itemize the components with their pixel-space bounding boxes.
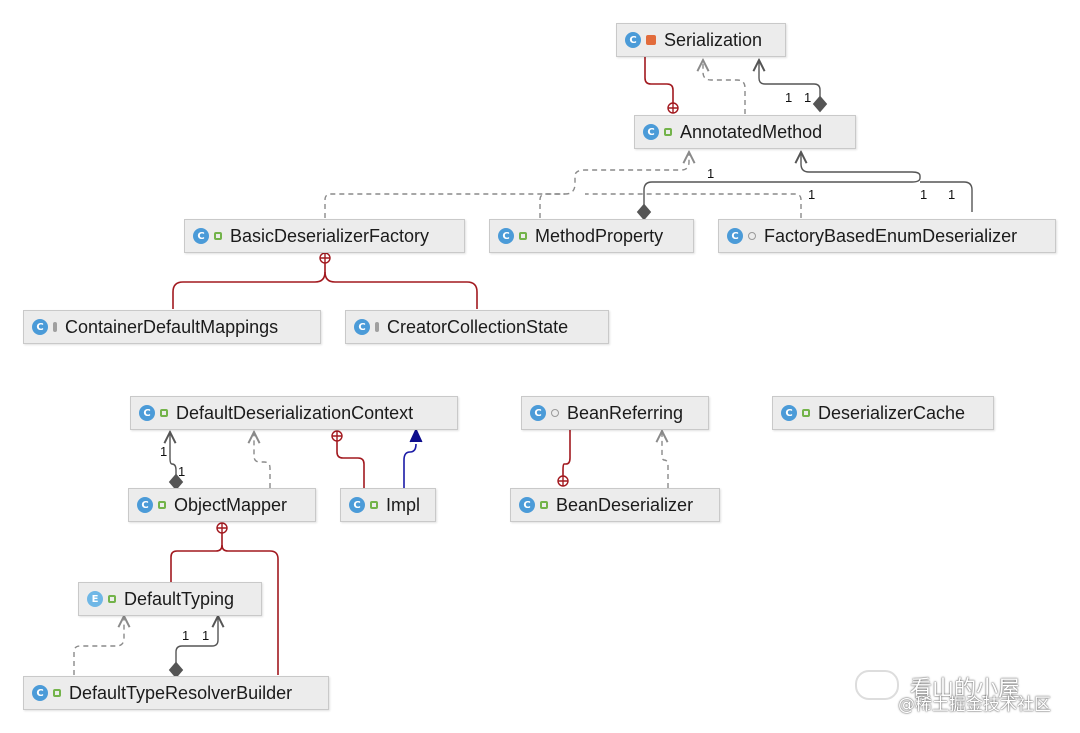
class-icon: C (32, 319, 48, 335)
class-icon: C (193, 228, 209, 244)
public-lock-icon (370, 501, 378, 509)
public-lock-icon (664, 128, 672, 136)
multiplicity-label: 1 (920, 187, 928, 202)
multiplicity-label: 1 (202, 628, 210, 643)
class-name: MethodProperty (535, 225, 664, 246)
protected-key-icon (53, 322, 57, 332)
multiplicity-label: 1 (804, 90, 812, 105)
class-name: Serialization (664, 29, 763, 50)
class-node-annotated-method[interactable]: C AnnotatedMethod (634, 115, 856, 149)
class-node-basic-deserializer-factory[interactable]: C BasicDeserializerFactory (184, 219, 465, 253)
class-name: ContainerDefaultMappings (65, 316, 279, 337)
class-icon: C (530, 405, 546, 421)
class-icon: C (781, 405, 797, 421)
class-node-method-property[interactable]: C MethodProperty (489, 219, 694, 253)
multiplicity-label: 1 (160, 444, 168, 459)
class-icon: C (643, 124, 659, 140)
multiplicity-label: 1 (182, 628, 190, 643)
watermark-site: @稀土掘金技术社区 (898, 695, 1051, 715)
class-icon: C (349, 497, 365, 513)
public-lock-icon (214, 232, 222, 240)
class-icon: C (354, 319, 370, 335)
class-node-default-type-resolver-builder[interactable]: C DefaultTypeResolverBuilder (23, 676, 329, 710)
public-lock-icon (108, 595, 116, 603)
class-node-serialization[interactable]: C Serialization (616, 23, 786, 57)
class-icon: C (498, 228, 514, 244)
class-icon: C (32, 685, 48, 701)
public-lock-icon (160, 409, 168, 417)
class-name: AnnotatedMethod (680, 121, 823, 142)
inheritance-edge (403, 427, 423, 488)
class-name: Impl (386, 494, 421, 515)
public-lock-icon (53, 689, 61, 697)
package-private-icon (748, 232, 756, 240)
class-name: BeanReferring (567, 402, 684, 423)
enum-node-default-typing[interactable]: E DefaultTyping (78, 582, 262, 616)
class-icon: C (137, 497, 153, 513)
inner-class-markers (216, 102, 679, 534)
enum-icon: E (87, 591, 103, 607)
public-lock-icon (158, 501, 166, 509)
class-node-bean-referring[interactable]: C BeanReferring (521, 396, 709, 430)
public-lock-icon (540, 501, 548, 509)
class-icon: C (727, 228, 743, 244)
class-node-factory-based-enum-deserializer[interactable]: C FactoryBasedEnumDeserializer (718, 219, 1056, 253)
wechat-logo-icon (855, 670, 899, 700)
class-name: CreatorCollectionState (387, 316, 569, 337)
class-node-bean-deserializer[interactable]: C BeanDeserializer (510, 488, 720, 522)
public-lock-icon (802, 409, 810, 417)
protected-key-icon (375, 322, 379, 332)
multiplicity-label: 1 (707, 166, 715, 181)
public-lock-icon (519, 232, 527, 240)
class-name: FactoryBasedEnumDeserializer (764, 225, 1018, 246)
multiplicity-label: 1 (808, 187, 816, 202)
class-icon: C (625, 32, 641, 48)
class-node-object-mapper[interactable]: C ObjectMapper (128, 488, 316, 522)
class-name: DefaultDeserializationContext (176, 402, 414, 423)
multiplicity-label: 1 (948, 187, 956, 202)
class-name: DefaultTyping (124, 588, 235, 609)
class-node-impl[interactable]: C Impl (340, 488, 436, 522)
class-name: ObjectMapper (174, 494, 288, 515)
class-name: BeanDeserializer (556, 494, 694, 515)
class-icon: C (519, 497, 535, 513)
class-node-container-default-mappings[interactable]: C ContainerDefaultMappings (23, 310, 321, 344)
multiplicity-label: 1 (178, 464, 186, 479)
class-node-default-deserialization-context[interactable]: C DefaultDeserializationContext (130, 396, 458, 430)
package-private-icon (551, 409, 559, 417)
inner-class-edges (170, 57, 674, 675)
class-node-deserializer-cache[interactable]: C DeserializerCache (772, 396, 994, 430)
private-lock-icon (646, 35, 656, 45)
class-name: DefaultTypeResolverBuilder (69, 682, 293, 703)
class-node-creator-collection-state[interactable]: C CreatorCollectionState (345, 310, 609, 344)
class-name: BasicDeserializerFactory (230, 225, 430, 246)
abstract-class-icon: C (139, 405, 155, 421)
multiplicity-label: 1 (785, 90, 793, 105)
class-name: DeserializerCache (818, 402, 966, 423)
association-edges (170, 60, 973, 670)
watermark-author: 看山的小屋 (910, 677, 1021, 702)
